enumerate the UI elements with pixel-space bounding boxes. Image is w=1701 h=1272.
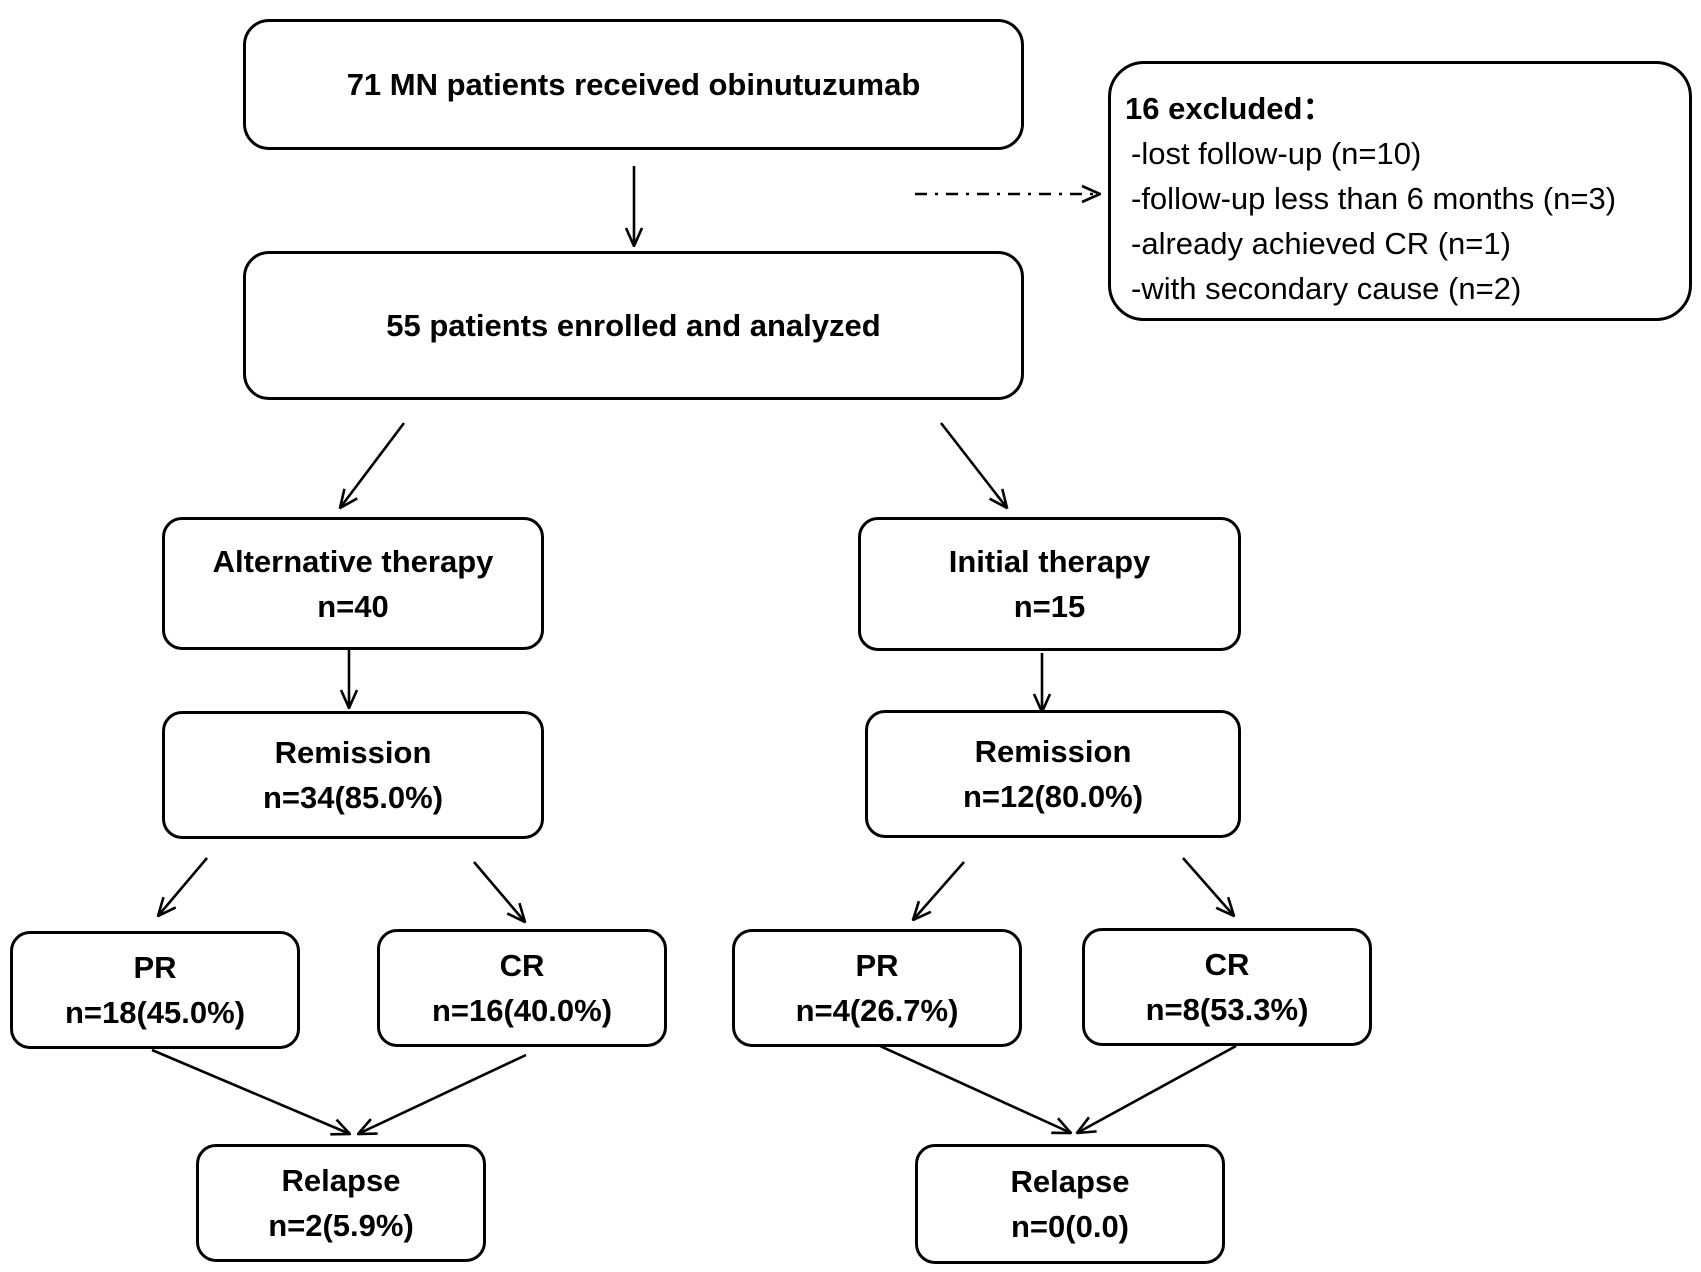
arrow-left-remission-to-cr — [473, 861, 525, 922]
excluded-title: 16 excluded： — [1125, 91, 1334, 126]
left-relapse-node: Relapse n=2(5.9%) — [196, 1144, 486, 1262]
alternative-therapy-count: n=40 — [317, 588, 389, 624]
right-pr-label: PR — [855, 948, 899, 983]
enrolled-node-text: 55 patients enrolled and analyzed — [386, 308, 881, 343]
left-cr-label: CR — [499, 948, 545, 983]
right-cr-count: n=8(53.3%) — [1145, 992, 1309, 1027]
top-node: 71 MN patients received obinutuzumab — [243, 19, 1024, 150]
left-remission-label: Remission — [274, 735, 432, 770]
left-remission-count: n=34(85.0%) — [262, 780, 444, 815]
right-relapse-node: Relapse n=0(0.0) — [915, 1144, 1225, 1264]
initial-therapy-count: n=15 — [1013, 589, 1086, 624]
top-node-text: 71 MN patients received obinutuzumab — [346, 67, 921, 102]
right-pr-node: PR n=4(26.7%) — [732, 929, 1022, 1047]
arrow-right-pr-to-relapse — [879, 1044, 1071, 1133]
right-cr-node: CR n=8(53.3%) — [1082, 928, 1372, 1046]
arrow-enrolled-to-initial — [939, 422, 1007, 508]
right-remission-node: Remission n=12(80.0%) — [865, 710, 1241, 838]
arrow-right-remission-to-pr — [913, 861, 965, 920]
initial-therapy-label: Initial therapy — [948, 544, 1151, 579]
right-remission-count: n=12(80.0%) — [962, 779, 1144, 814]
alternative-therapy-label: Alternative therapy — [212, 543, 494, 579]
right-relapse-label: Relapse — [1010, 1164, 1130, 1199]
arrow-right-cr-to-relapse — [1077, 1044, 1237, 1133]
arrow-right-remission-to-cr — [1182, 857, 1234, 916]
left-pr-node: PR n=18(45.0%) — [10, 931, 300, 1049]
right-remission-label: Remission — [974, 734, 1132, 769]
left-cr-node: CR n=16(40.0%) — [377, 929, 667, 1047]
excluded-item-already-cr: -already achieved CR (n=1) — [1131, 226, 1511, 261]
arrow-left-remission-to-pr — [158, 857, 208, 916]
alternative-therapy-node: Alternative therapy n=40 — [162, 517, 544, 650]
right-cr-label: CR — [1204, 947, 1250, 982]
right-pr-count: n=4(26.7%) — [795, 993, 959, 1028]
excluded-node: 16 excluded： -lost follow-up (n=10) -fol… — [1108, 61, 1692, 321]
arrow-enrolled-to-alternative — [340, 422, 406, 508]
excluded-item-short-follow-up: -follow-up less than 6 months (n=3) — [1131, 181, 1617, 216]
initial-therapy-node: Initial therapy n=15 — [858, 517, 1241, 651]
left-relapse-label: Relapse — [281, 1163, 401, 1198]
enrolled-node: 55 patients enrolled and analyzed — [243, 251, 1024, 400]
excluded-item-secondary-cause: -with secondary cause (n=2) — [1131, 271, 1522, 306]
left-pr-count: n=18(45.0%) — [64, 995, 246, 1030]
left-cr-count: n=16(40.0%) — [431, 993, 613, 1028]
arrow-left-pr-to-relapse — [151, 1048, 350, 1134]
left-relapse-count: n=2(5.9%) — [268, 1208, 414, 1243]
left-remission-node: Remission n=34(85.0%) — [162, 711, 544, 839]
excluded-item-lost-follow-up: -lost follow-up (n=10) — [1131, 136, 1422, 171]
right-relapse-count: n=0(0.0) — [1010, 1209, 1130, 1244]
left-pr-label: PR — [133, 950, 177, 985]
arrow-left-cr-to-relapse — [358, 1053, 527, 1134]
